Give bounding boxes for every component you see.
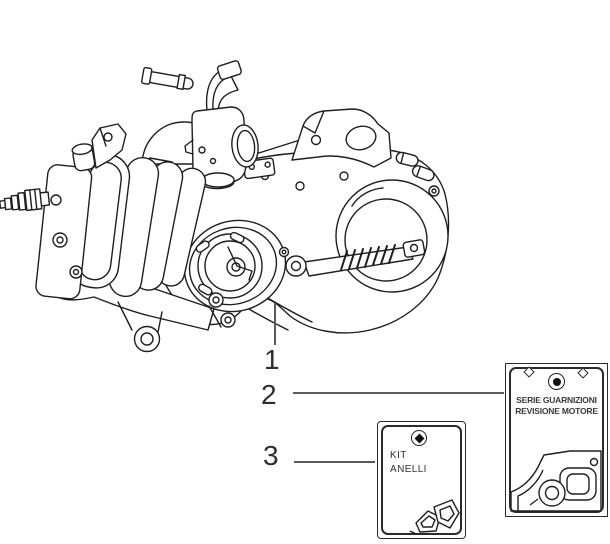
callout-1-label[interactable]: 1: [264, 344, 280, 375]
seal-diamond-icon: [414, 433, 424, 443]
callout-1-line: [274, 303, 276, 345]
gasket-set-label-line1: SERIE GUARNIZIONI: [516, 395, 597, 405]
callout-3-label[interactable]: 3: [263, 440, 279, 471]
engine-mount-bracket-top: [291, 108, 392, 168]
cvt-cover: [335, 179, 449, 293]
bag-seal-icon: [548, 373, 565, 390]
piston-ring-illustration: [409, 499, 460, 535]
callout-2-line: [293, 392, 504, 394]
spark-plug: [0, 188, 51, 212]
ring-kit-label: KIT ANELLI: [390, 449, 427, 476]
head-cap: [71, 143, 96, 172]
cylinder-fins: [108, 156, 207, 298]
kickstart-lever: [278, 239, 426, 277]
mount-bolts: [395, 151, 440, 197]
callout-3-line: [294, 461, 375, 463]
throttle-cable: [141, 66, 194, 91]
gasket-illustration: [510, 450, 602, 512]
seal-dot-icon: [552, 377, 561, 386]
engine-illustration: [0, 60, 450, 353]
gasket-set-bag[interactable]: SERIE GUARNIZIONI REVISIONE MOTORE: [505, 363, 608, 517]
gasket-set-label-line2: REVISIONE MOTORE: [515, 405, 598, 416]
ring-kit-bag[interactable]: KIT ANELLI: [377, 421, 466, 539]
callout-2-label[interactable]: 2: [261, 379, 277, 410]
ring-kit-label-line2: ANELLI: [390, 463, 427, 475]
carburetor: [141, 60, 259, 190]
ring-kit-label-line1: KIT: [390, 450, 407, 461]
bag-seal-icon: [411, 430, 427, 446]
cylinder-head: [35, 123, 131, 300]
gasket-set-label: SERIE GUARNIZIONI REVISIONE MOTORE: [506, 395, 607, 416]
head-hanger-bracket: [91, 123, 127, 169]
